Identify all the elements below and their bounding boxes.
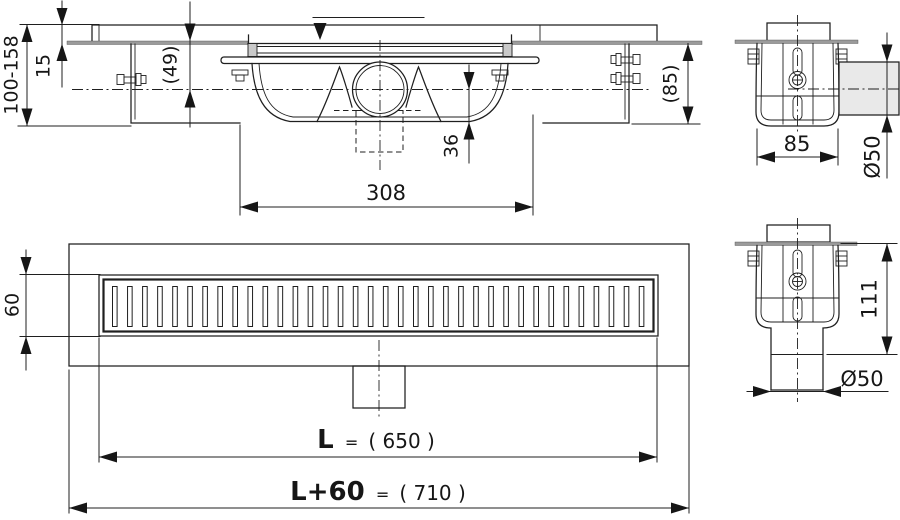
- bottom-outlet-pipe: [770, 354, 824, 391]
- dim-channel-length-label: L = ( 650 ): [317, 425, 435, 455]
- grate-frame-outer: [98, 274, 659, 337]
- dim-outlet-diameter: Ø50: [746, 367, 889, 397]
- grate-slot: [413, 286, 419, 327]
- grate-slot: [638, 286, 645, 327]
- grate-slot: [142, 286, 148, 327]
- grate-slot: [503, 286, 509, 327]
- dim-body-width: 85: [756, 128, 839, 166]
- grate-slot: [352, 286, 359, 327]
- grate-slot: [112, 286, 118, 327]
- bracket-bolt: [610, 53, 641, 66]
- dim-outlet-diameter-label: Ø50: [860, 135, 884, 178]
- grate-slot: [428, 286, 434, 327]
- dim-depth-to-axis: (49): [160, 1, 196, 128]
- dim-body-height: 111: [826, 243, 898, 355]
- grate-slot: [232, 286, 238, 327]
- dim-install-height: 100-158: [1, 24, 132, 127]
- grate-slot: [277, 286, 284, 327]
- side-clip: [835, 48, 848, 65]
- dim-axis-to-bottom-label: 36: [441, 134, 463, 158]
- grate-slot: [262, 286, 269, 327]
- floor-level-symbol: [312, 17, 425, 40]
- floor-base-left: [66, 40, 249, 45]
- channel-body-section: [220, 34, 540, 153]
- grate-slot: [518, 286, 524, 327]
- siphon-baffle-right: [405, 65, 442, 123]
- floor-base: [734, 241, 858, 246]
- floor-slab: [91, 24, 658, 42]
- dim-total-length: L+60 = ( 710 ): [68, 366, 690, 514]
- grate-slot: [473, 286, 479, 327]
- grate-slot: [578, 286, 585, 327]
- dim-side-height-label: (85): [660, 64, 682, 103]
- adjustment-slot: [792, 249, 803, 278]
- side-clip: [747, 48, 760, 65]
- grate-slot: [367, 286, 374, 327]
- dim-trap-length: 308: [239, 114, 534, 216]
- grate-slot: [217, 286, 223, 327]
- view-longitudinal-section: 100-158 15 (49) (85) 36: [1, 0, 703, 216]
- grate-slot: [533, 286, 540, 327]
- grate-slot: [187, 286, 193, 327]
- grate-slot: [307, 286, 314, 327]
- frame-end-cap: [247, 43, 258, 57]
- flange-clip: [231, 69, 249, 82]
- grate-slot: [397, 286, 404, 327]
- bracket-bolt: [610, 72, 641, 85]
- grate-slot: [458, 286, 464, 327]
- dim-trap-length-label: 308: [366, 181, 406, 205]
- grate-slot: [247, 286, 254, 327]
- grate-slot: [563, 286, 570, 327]
- grate-slots: [112, 286, 645, 327]
- dim-grate-width-label: 60: [2, 293, 24, 317]
- dim-axis-to-bottom: 36: [441, 64, 475, 164]
- side-clip: [747, 250, 760, 267]
- view-cross-section-side-outlet: 85 Ø50: [734, 15, 900, 179]
- dim-outlet-diameter-label: Ø50: [840, 367, 883, 391]
- wall-bracket-left: [116, 43, 241, 124]
- grate-slot: [337, 286, 344, 327]
- grate-slot: [322, 286, 329, 327]
- grate-slot: [608, 286, 615, 327]
- dim-depth-to-axis-label: (49): [160, 45, 182, 84]
- dim-outlet-diameter: Ø50: [860, 32, 893, 179]
- dim-edge-height-label: 15: [33, 54, 55, 78]
- view-cross-section-bottom-outlet: 111 Ø50: [734, 218, 898, 402]
- grate-slot: [593, 286, 600, 327]
- grate-slot: [548, 286, 555, 327]
- grate-slot: [172, 286, 178, 327]
- wall-bracket-plate: [766, 224, 831, 243]
- grate-slot: [157, 286, 163, 327]
- grate-slot: [443, 286, 449, 327]
- bracket-bolt: [116, 73, 147, 86]
- dim-edge-height: 15: [33, 0, 68, 88]
- side-clip: [835, 250, 848, 267]
- grate-slot: [292, 286, 299, 327]
- siphon-baffle-left: [316, 65, 353, 123]
- dim-grate-width: 60: [2, 249, 101, 371]
- grate-frame-inner: [102, 278, 655, 333]
- dim-channel-length: L = ( 650 ): [98, 337, 658, 463]
- dim-body-width-label: 85: [784, 132, 811, 156]
- side-outlet-pipe: [838, 61, 900, 116]
- floor-base-right: [511, 40, 703, 45]
- grate-slot: [127, 286, 133, 327]
- frame-end-cap: [502, 43, 513, 57]
- floor-base: [734, 39, 859, 44]
- dim-install-height-label: 100-158: [1, 35, 23, 114]
- wall-bracket-right: [542, 43, 641, 124]
- view-plan: 60 L = ( 650 ) L+60 = ( 710 ): [2, 243, 690, 514]
- grate-slot: [623, 286, 630, 327]
- wall-bracket-plate: [766, 22, 831, 42]
- dim-body-height-label: 111: [857, 279, 881, 319]
- dim-side-height: (85): [631, 43, 701, 125]
- grate-slot: [202, 286, 208, 327]
- grate-slot: [382, 286, 389, 327]
- grate-slot: [488, 286, 494, 327]
- dim-total-length-label: L+60 = ( 710 ): [290, 477, 466, 507]
